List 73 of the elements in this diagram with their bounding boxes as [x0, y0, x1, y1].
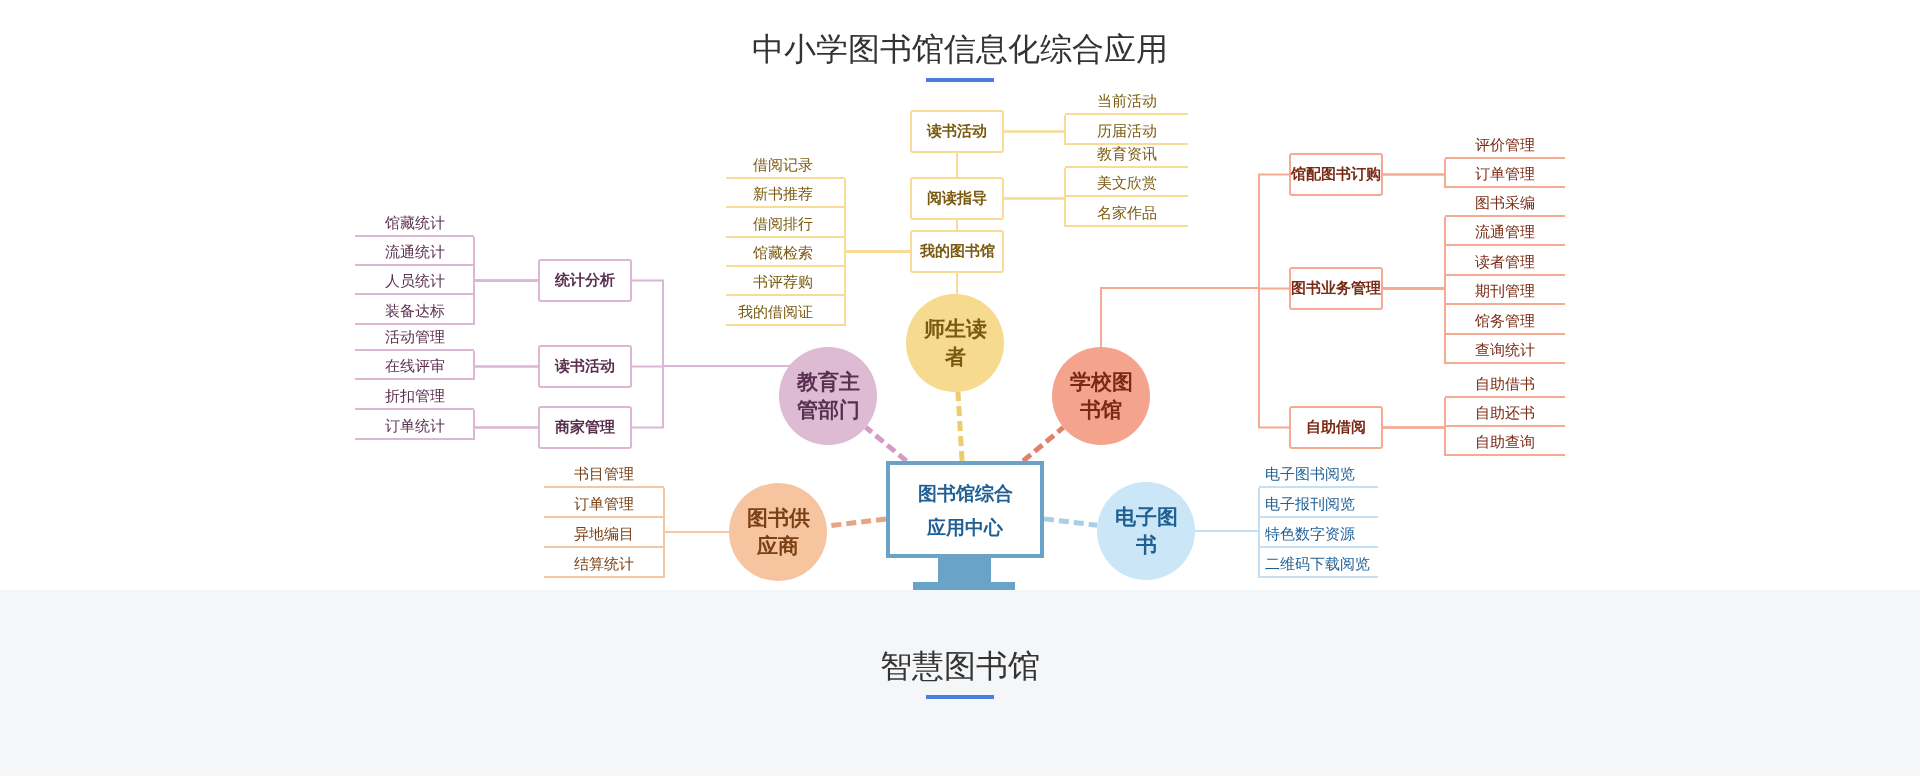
- category-circle: 学校图书馆: [1052, 347, 1150, 445]
- function-item: 查询统计: [1445, 338, 1565, 364]
- function-item: 活动管理: [355, 325, 474, 351]
- function-item: 订单统计: [355, 414, 474, 440]
- function-item: 流通统计: [355, 240, 474, 266]
- module-box: 读书活动: [910, 110, 1004, 153]
- function-item: 电子图书阅览: [1259, 462, 1378, 488]
- connector-line: [844, 250, 911, 327]
- module-box: 我的图书馆: [910, 230, 1004, 273]
- function-item: 名家作品: [1065, 201, 1188, 227]
- module-box: 馆配图书订购: [1289, 153, 1383, 196]
- function-item: 期刊管理: [1445, 279, 1565, 305]
- connector-line: [663, 531, 730, 579]
- function-item: 书目管理: [544, 462, 664, 488]
- function-item: 读者管理: [1445, 250, 1565, 276]
- function-item: 特色数字资源: [1259, 522, 1378, 548]
- module-box: 商家管理: [538, 406, 632, 449]
- function-item: 折扣管理: [355, 384, 474, 410]
- function-item: 装备达标: [355, 299, 474, 325]
- connector-line: [1194, 530, 1260, 579]
- function-item: 新书推荐: [726, 182, 845, 208]
- function-item: 评价管理: [1445, 133, 1565, 159]
- function-item: 异地编目: [544, 522, 664, 548]
- module-box: 图书业务管理: [1289, 267, 1383, 310]
- connector-line: [1003, 197, 1066, 228]
- function-item: 馆藏统计: [355, 211, 474, 237]
- function-item: 在线评审: [355, 354, 474, 380]
- function-item: 馆务管理: [1445, 309, 1565, 335]
- connector-line: [1382, 426, 1446, 457]
- category-circle: 师生读者: [906, 294, 1004, 392]
- dashed-connector: [864, 425, 909, 463]
- connector-line: [956, 219, 958, 231]
- module-box: 统计分析: [538, 259, 632, 302]
- module-box: 阅读指导: [910, 177, 1004, 220]
- function-item: 历届活动: [1065, 119, 1188, 145]
- connector-line: [956, 272, 958, 295]
- module-box: 自助借阅: [1289, 406, 1383, 449]
- function-item: 书评荐购: [726, 270, 845, 296]
- function-item: 订单管理: [544, 492, 664, 518]
- function-item: 二维码下载阅览: [1259, 552, 1378, 578]
- monitor-screen: 图书馆综合应用中心: [886, 461, 1044, 558]
- connector-line: [473, 365, 539, 381]
- function-item: 图书采编: [1445, 191, 1565, 217]
- category-circle: 教育主管部门: [779, 347, 877, 445]
- function-item: 当前活动: [1065, 89, 1188, 115]
- connector-line: [1003, 130, 1066, 146]
- dashed-connector: [1021, 425, 1065, 463]
- connector-line: [473, 279, 539, 326]
- function-item: 教育资讯: [1065, 142, 1188, 168]
- connector-line: [473, 426, 539, 441]
- function-item: 自助还书: [1445, 401, 1565, 427]
- connector-line: [956, 152, 958, 178]
- function-item: 美文欣赏: [1065, 171, 1188, 197]
- dashed-connector: [1043, 516, 1098, 528]
- function-item: 电子报刊阅览: [1259, 492, 1378, 518]
- category-circle: 电子图书: [1097, 482, 1195, 580]
- connector-line: [1100, 287, 1290, 429]
- function-item: 借阅记录: [726, 153, 845, 179]
- section-heading: 智慧图书馆: [879, 646, 1041, 687]
- function-item: 借阅排行: [726, 212, 845, 238]
- module-box: 读书活动: [538, 345, 632, 388]
- function-item: 自助借书: [1445, 372, 1565, 398]
- function-item: 馆藏检索: [726, 241, 845, 267]
- connector-line: [1382, 173, 1446, 189]
- function-item: 我的借阅证: [726, 300, 845, 326]
- title: 中小学图书馆信息化综合应用: [751, 29, 1169, 70]
- function-item: 人员统计: [355, 269, 474, 295]
- function-item: 自助查询: [1445, 430, 1565, 456]
- function-item: 流通管理: [1445, 220, 1565, 246]
- category-circle: 图书供应商: [729, 483, 827, 581]
- dashed-connector: [955, 391, 965, 462]
- function-item: 结算统计: [544, 552, 664, 578]
- function-item: 订单管理: [1445, 162, 1565, 188]
